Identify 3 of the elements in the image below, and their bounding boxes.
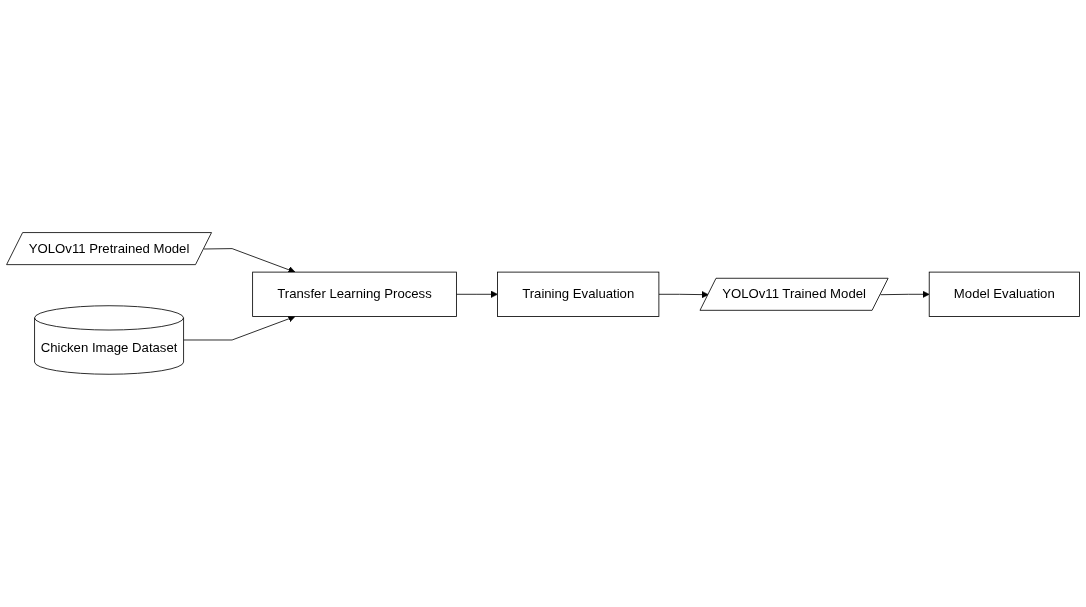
node-box: Model Evaluation xyxy=(928,271,1080,317)
node-box: Transfer Learning Process xyxy=(252,271,457,317)
node-box: Training Evaluation xyxy=(497,271,660,317)
